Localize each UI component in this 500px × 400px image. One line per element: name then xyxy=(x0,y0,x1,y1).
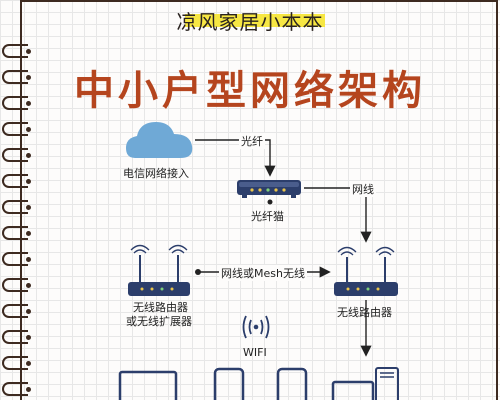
isp-access-label: 电信网络接入 xyxy=(123,167,189,180)
spiral-ring xyxy=(2,200,31,214)
mesh-link-label: 网线或Mesh无线 xyxy=(219,265,307,281)
brand-highlight xyxy=(185,14,325,27)
left-router-icon xyxy=(128,244,190,296)
spiral-ring xyxy=(2,174,31,188)
wifi-icon xyxy=(242,315,270,339)
spiral-ring xyxy=(2,44,31,58)
left-router-label: 无线路由器 xyxy=(133,301,188,314)
cloud-icon xyxy=(126,122,193,158)
desktop-pc-icon xyxy=(331,367,399,400)
spiral-ring xyxy=(2,278,31,292)
spiral-ring xyxy=(2,96,31,110)
laptop-icon xyxy=(118,370,178,400)
spiral-ring xyxy=(2,304,31,318)
spiral-ring xyxy=(2,330,31,344)
spiral-ring xyxy=(2,226,31,240)
fiber-label: 光纤 xyxy=(239,133,265,149)
right-router-icon xyxy=(334,246,398,296)
modem-label: 光纤猫 xyxy=(251,210,284,223)
spiral-ring xyxy=(2,356,31,370)
spiral-ring xyxy=(2,252,31,266)
spiral-ring xyxy=(2,382,31,396)
modem-icon xyxy=(237,180,301,205)
phone-icon xyxy=(276,367,308,400)
page-title: 中小户型网络架构 xyxy=(74,67,426,114)
spiral-ring xyxy=(2,122,31,136)
spiral-ring xyxy=(2,70,31,84)
spiral-ring xyxy=(2,148,31,162)
fiber-connection-line xyxy=(195,139,276,177)
right-router-label: 无线路由器 xyxy=(337,306,392,319)
cable-label: 网线 xyxy=(350,181,376,197)
left-extender-label: 或无线扩展器 xyxy=(126,315,192,328)
connection-dot xyxy=(195,269,201,275)
brand-name: 凉风家居小本本 xyxy=(176,10,324,34)
wifi-label: WIFI xyxy=(243,346,267,359)
phone-icon xyxy=(213,367,245,400)
